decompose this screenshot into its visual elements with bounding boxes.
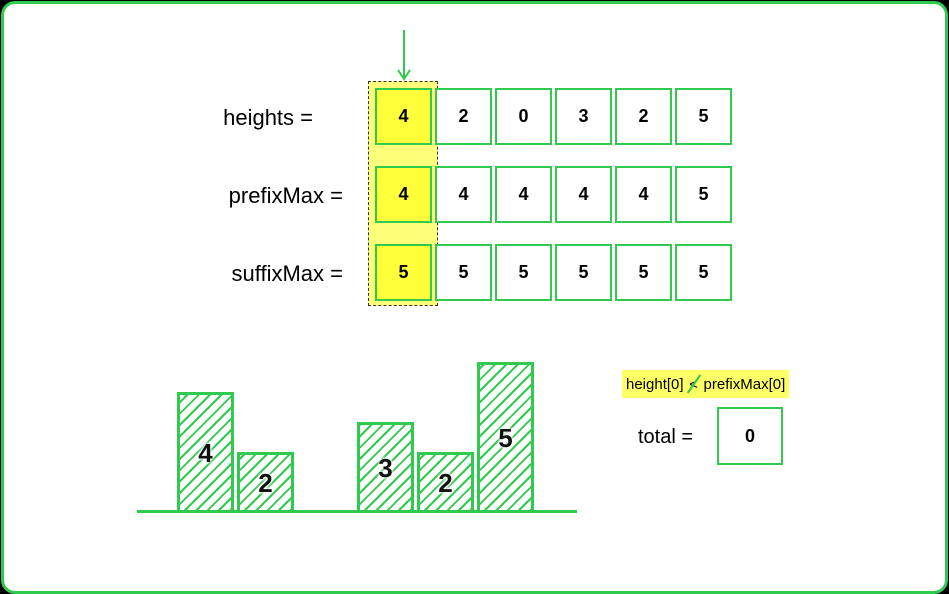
bar-value: 2 — [438, 467, 453, 498]
array-cell: 5 — [375, 244, 432, 301]
not-less-than-operator: < — [684, 373, 704, 394]
comparison-right: prefixMax[0] — [703, 375, 786, 393]
array-cell: 5 — [495, 244, 552, 301]
bar-value: 5 — [498, 422, 513, 453]
comparison-left: height[0] — [626, 375, 684, 393]
bar-value: 4 — [198, 437, 213, 468]
prefixmax-label: prefixMax = — [228, 183, 343, 208]
comparison-expression: height[0] < prefixMax[0] — [622, 370, 790, 398]
bar-1: 2 — [237, 452, 294, 511]
bar-0: 4 — [177, 392, 234, 511]
array-cell: 4 — [555, 166, 612, 223]
bar-3: 3 — [357, 422, 414, 511]
array-cell: 5 — [675, 88, 732, 145]
array-cell: 4 — [495, 166, 552, 223]
total-value-box: 0 — [717, 407, 783, 465]
array-cell: 0 — [495, 88, 552, 145]
array-cell: 5 — [675, 166, 732, 223]
pointer-arrow-icon — [397, 30, 411, 81]
array-cell: 5 — [615, 244, 672, 301]
array-cell: 3 — [555, 88, 612, 145]
bar-value: 2 — [258, 467, 273, 498]
bar-5: 5 — [477, 362, 534, 511]
total-label: total = — [638, 426, 694, 448]
array-cell: 4 — [615, 166, 672, 223]
bar-baseline — [137, 510, 577, 513]
bar-4: 2 — [417, 452, 474, 511]
heights-label: heights = — [223, 105, 313, 130]
array-cell: 4 — [375, 166, 432, 223]
array-cell: 4 — [435, 166, 492, 223]
array-cell: 5 — [675, 244, 732, 301]
suffixmax-label: suffixMax = — [231, 261, 343, 286]
array-cell: 2 — [435, 88, 492, 145]
array-cell: 5 — [435, 244, 492, 301]
array-cell: 5 — [555, 244, 612, 301]
array-cell: 4 — [375, 88, 432, 145]
bar-value: 3 — [378, 452, 393, 483]
array-cell: 2 — [615, 88, 672, 145]
